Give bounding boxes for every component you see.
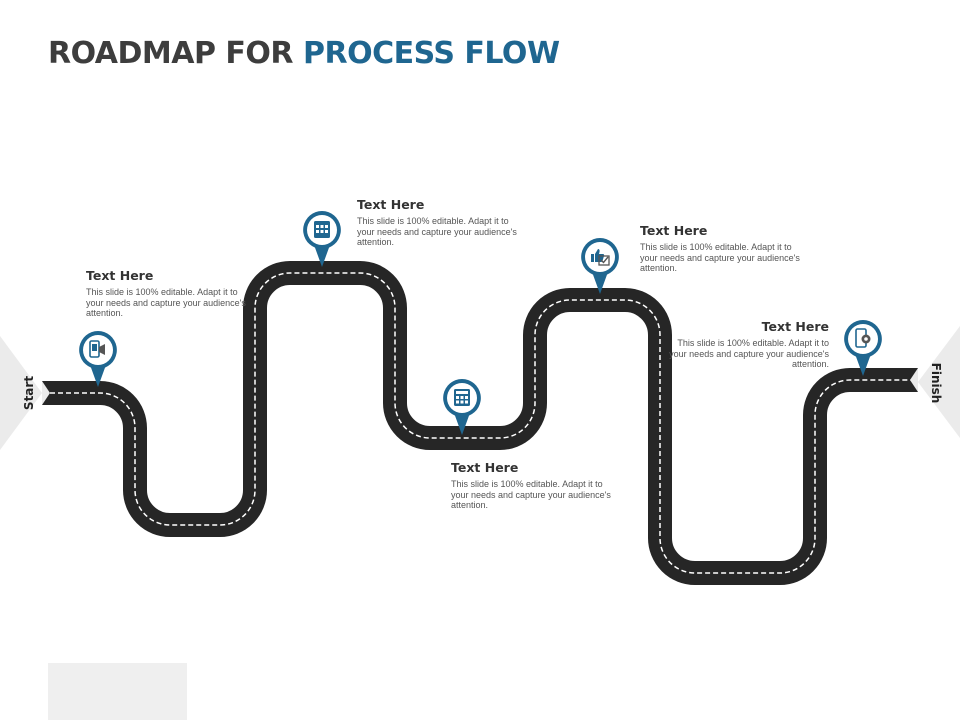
page-title: ROADMAP FOR PROCESS FLOW <box>48 36 560 71</box>
milestone-callout-5: Text Here This slide is 100% editable. A… <box>669 319 829 370</box>
road <box>42 261 918 585</box>
start-triangle <box>0 336 42 450</box>
title-part-1: ROADMAP FOR <box>48 36 294 71</box>
megaphone-phone-icon <box>89 340 105 358</box>
title-part-2: PROCESS FLOW <box>302 36 560 71</box>
milestone-callout-4: Text Here This slide is 100% editable. A… <box>640 223 800 274</box>
road-start-notch <box>42 381 50 405</box>
footer-placeholder-box <box>48 663 187 720</box>
milestone-body-1: This slide is 100% editable. Adapt it to… <box>86 287 246 318</box>
milestone-callout-1: Text Here This slide is 100% editable. A… <box>86 268 246 319</box>
milestone-callout-2: Text Here This slide is 100% editable. A… <box>357 197 517 248</box>
milestone-pin-2[interactable] <box>301 209 343 269</box>
thumbs-up-check-icon <box>591 249 610 266</box>
milestone-callout-3: Text Here This slide is 100% editable. A… <box>451 460 611 511</box>
milestone-heading-4: Text Here <box>640 223 708 238</box>
milestone-body-4: This slide is 100% editable. Adapt it to… <box>640 242 800 273</box>
road-end-notch <box>910 368 918 392</box>
calendar-grid-icon <box>314 221 330 238</box>
milestone-heading-3: Text Here <box>451 460 519 475</box>
milestone-pin-4[interactable] <box>579 236 621 296</box>
mobile-gear-icon <box>855 328 871 348</box>
finish-label: Finish <box>929 362 943 404</box>
milestone-body-5: This slide is 100% editable. Adapt it to… <box>669 338 829 369</box>
milestone-heading-1: Text Here <box>86 268 154 283</box>
calculator-grid-icon <box>454 389 470 406</box>
milestone-body-3: This slide is 100% editable. Adapt it to… <box>451 479 611 510</box>
milestone-pin-1[interactable] <box>77 329 119 389</box>
milestone-body-2: This slide is 100% editable. Adapt it to… <box>357 216 517 247</box>
milestone-heading-2: Text Here <box>357 197 425 212</box>
road-center-dashes <box>42 272 918 574</box>
finish-triangle <box>918 326 960 438</box>
start-label: Start <box>22 375 36 411</box>
milestone-pin-5[interactable] <box>842 318 884 378</box>
milestone-heading-5: Text Here <box>761 319 829 334</box>
milestone-pin-3[interactable] <box>441 377 483 437</box>
